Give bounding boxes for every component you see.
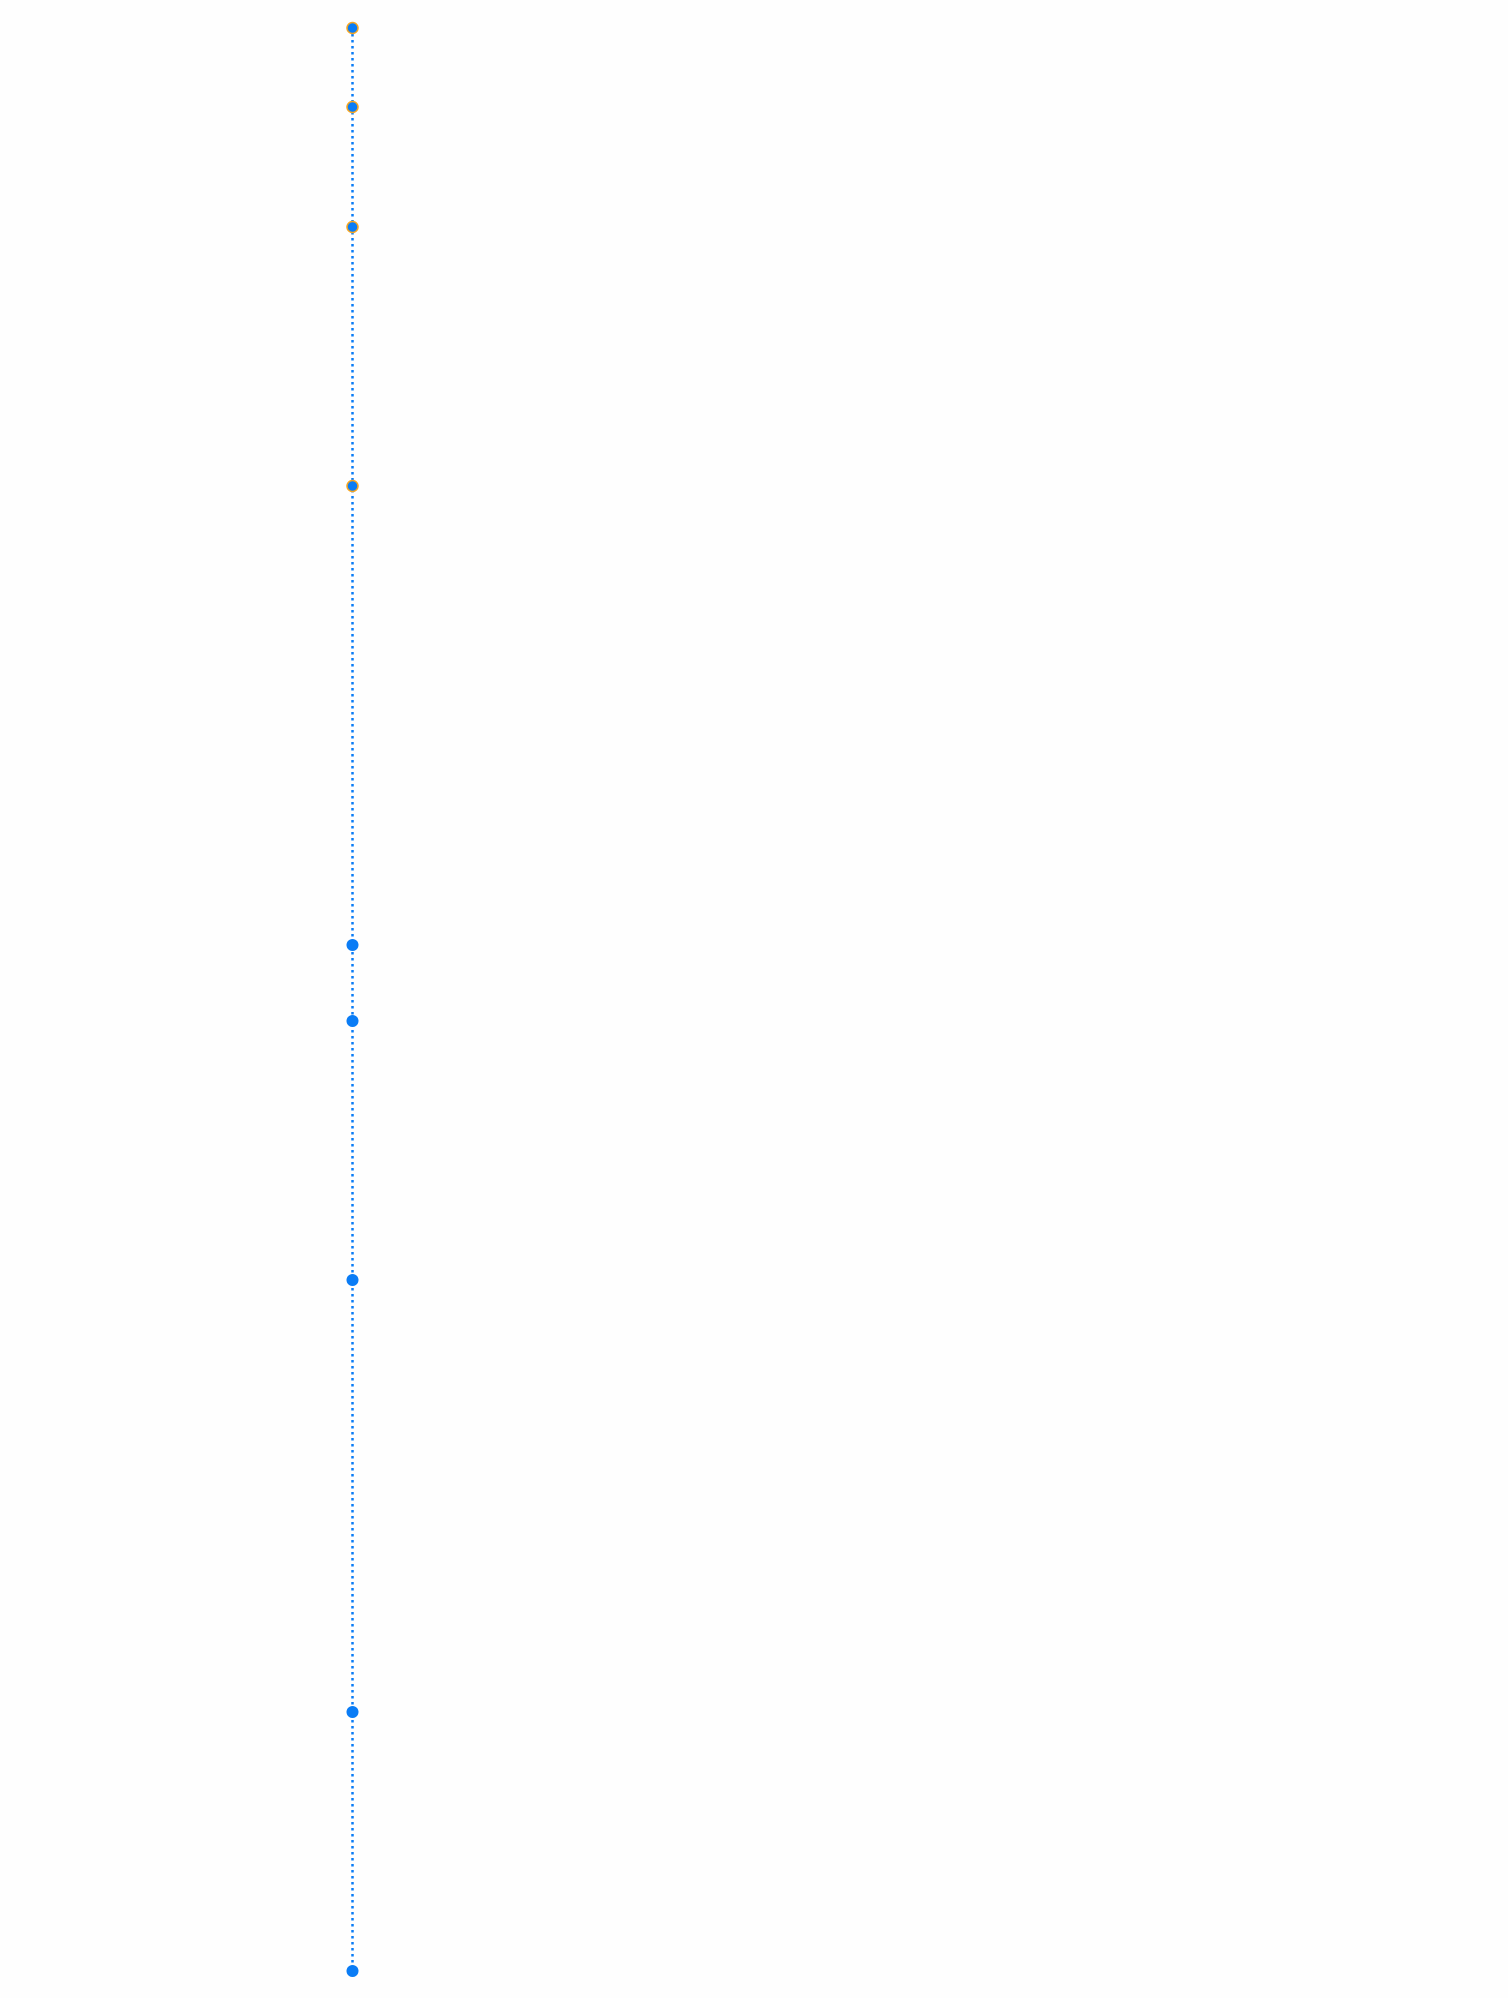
timeline-node[interactable] [346,1015,359,1027]
timeline-node[interactable] [346,939,359,951]
timeline-node-highlighted[interactable] [346,21,359,35]
timeline-node[interactable] [346,1706,359,1718]
timeline-node-highlighted[interactable] [346,220,359,234]
timeline-node[interactable] [346,1965,359,1977]
timeline-node-highlighted[interactable] [346,100,359,114]
timeline-node-highlighted[interactable] [346,479,359,493]
timeline-node[interactable] [346,1274,359,1286]
